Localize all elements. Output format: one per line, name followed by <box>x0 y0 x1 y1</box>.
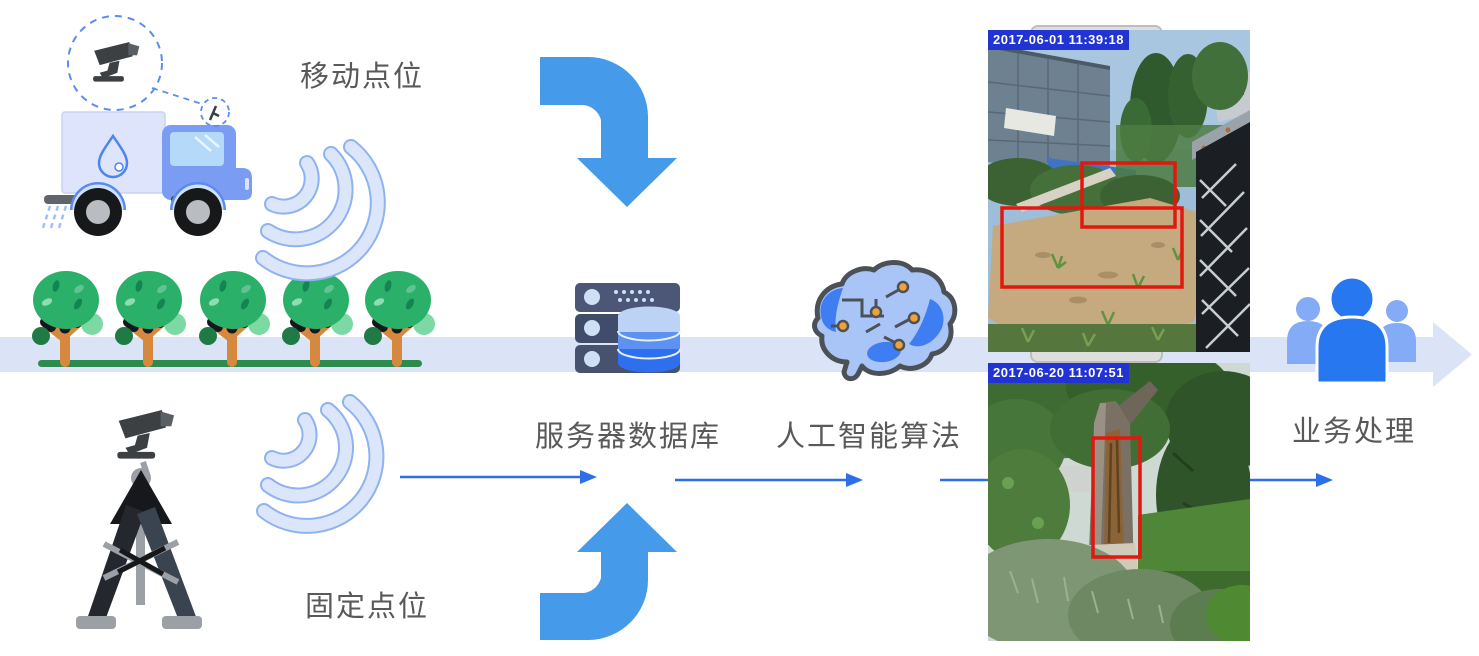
curved-arrow-down-icon <box>540 57 677 207</box>
cctv-camera-icon <box>67 15 230 127</box>
wifi-signal-icon <box>255 139 386 282</box>
tripod-camera-icon <box>76 410 202 629</box>
curved-arrow-up-icon <box>540 503 677 640</box>
grass <box>1138 499 1250 588</box>
label-server-database: 服务器数据库 <box>535 421 722 453</box>
tree-row-icon <box>32 271 435 367</box>
photo2-scene <box>988 363 1250 641</box>
wifi-signal-icon <box>256 394 385 534</box>
detection-photo-2: 2017-06-20 11:07:51 <box>988 363 1250 641</box>
label-fixed-point: 固定点位 <box>305 591 430 623</box>
sprinkler-truck-icon <box>41 105 252 236</box>
timestamp-overlay: 2017-06-20 11:07:51 <box>988 363 1129 383</box>
label-mobile-point: 移动点位 <box>300 61 425 93</box>
server-database-icon <box>575 283 681 373</box>
detection-box <box>1091 436 1142 559</box>
photo1-scene <box>988 30 1250 352</box>
fence <box>1196 122 1250 352</box>
tree-branch <box>1116 381 1158 425</box>
timestamp-overlay: 2017-06-01 11:39:18 <box>988 30 1129 50</box>
ai-brain-icon <box>812 260 958 382</box>
label-ai-algorithm: 人工智能算法 <box>776 421 963 453</box>
curb <box>1016 168 1116 212</box>
team-icon <box>1287 275 1416 385</box>
detection-box <box>1000 161 1184 289</box>
detection-photo-1: 2017-06-01 11:39:18 <box>988 30 1250 352</box>
label-business-processing: 业务处理 <box>1292 416 1417 448</box>
